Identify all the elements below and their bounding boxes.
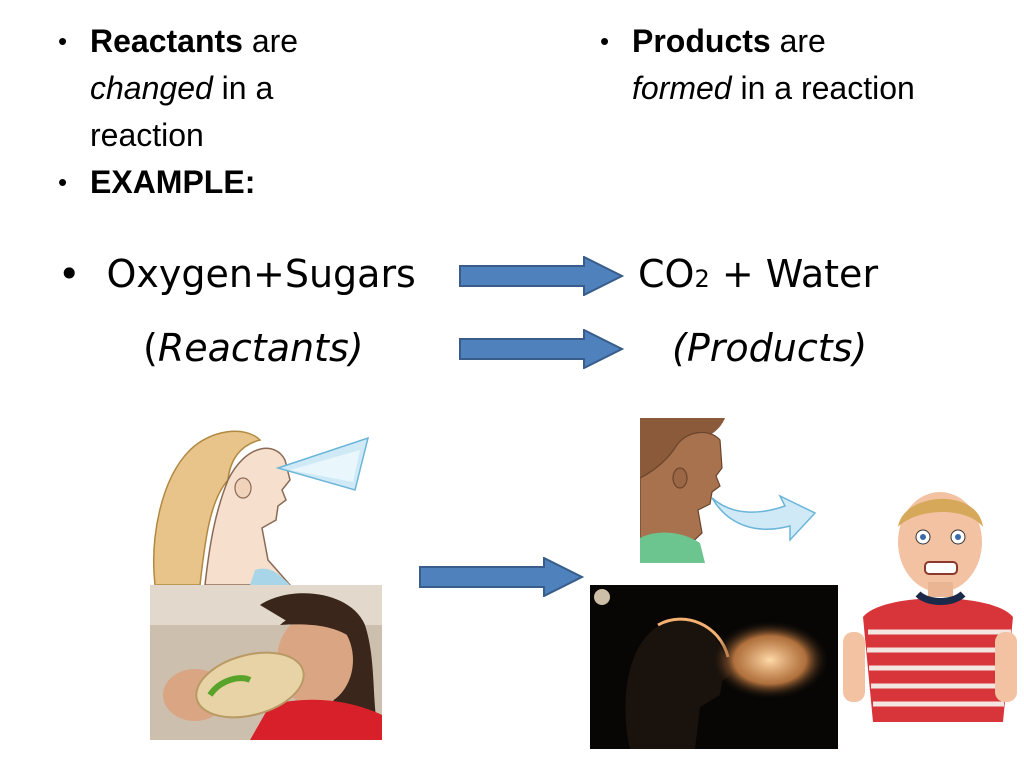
italic-term: formed — [632, 70, 732, 106]
bullet-reactants: • Reactants are changed in a reaction — [58, 18, 388, 159]
products-equation: CO2 + Water — [638, 252, 879, 296]
exhale-illustration — [640, 418, 840, 563]
arrow-right-icon — [459, 329, 624, 369]
arrow-right-icon — [419, 557, 584, 597]
bullet-text: Reactants are changed in a reaction — [90, 23, 299, 153]
products-column: • Products are formed in a reaction — [600, 18, 930, 112]
subscript: 2 — [694, 265, 710, 293]
bullet-text: Products are formed in a reaction — [632, 23, 915, 106]
arrow-right-icon — [459, 256, 624, 296]
eating-photo — [150, 585, 382, 740]
example-label: EXAMPLE: — [90, 164, 256, 200]
inhale-illustration — [150, 420, 380, 585]
italic-term: changed — [90, 70, 213, 106]
reactants-column: • Reactants are changed in a reaction • … — [58, 18, 388, 206]
bullet-products: • Products are formed in a reaction — [600, 18, 930, 112]
breath-photo — [590, 585, 838, 749]
bullet-dot: • — [58, 26, 68, 56]
reactants-label: (Reactants) — [143, 326, 364, 370]
bullet-dot: • — [58, 167, 68, 197]
bold-term: Reactants — [90, 23, 243, 59]
bullet-dot: • — [58, 252, 81, 296]
reactants-text: Oxygen+Sugars — [106, 252, 416, 296]
bullet-dot: • — [600, 26, 610, 56]
excited-boy-photo — [843, 482, 1018, 722]
bold-term: Products — [632, 23, 771, 59]
products-label: (Products) — [672, 326, 868, 370]
bullet-example: • EXAMPLE: — [58, 159, 388, 206]
reactants-equation: • Oxygen+Sugars — [58, 252, 416, 296]
